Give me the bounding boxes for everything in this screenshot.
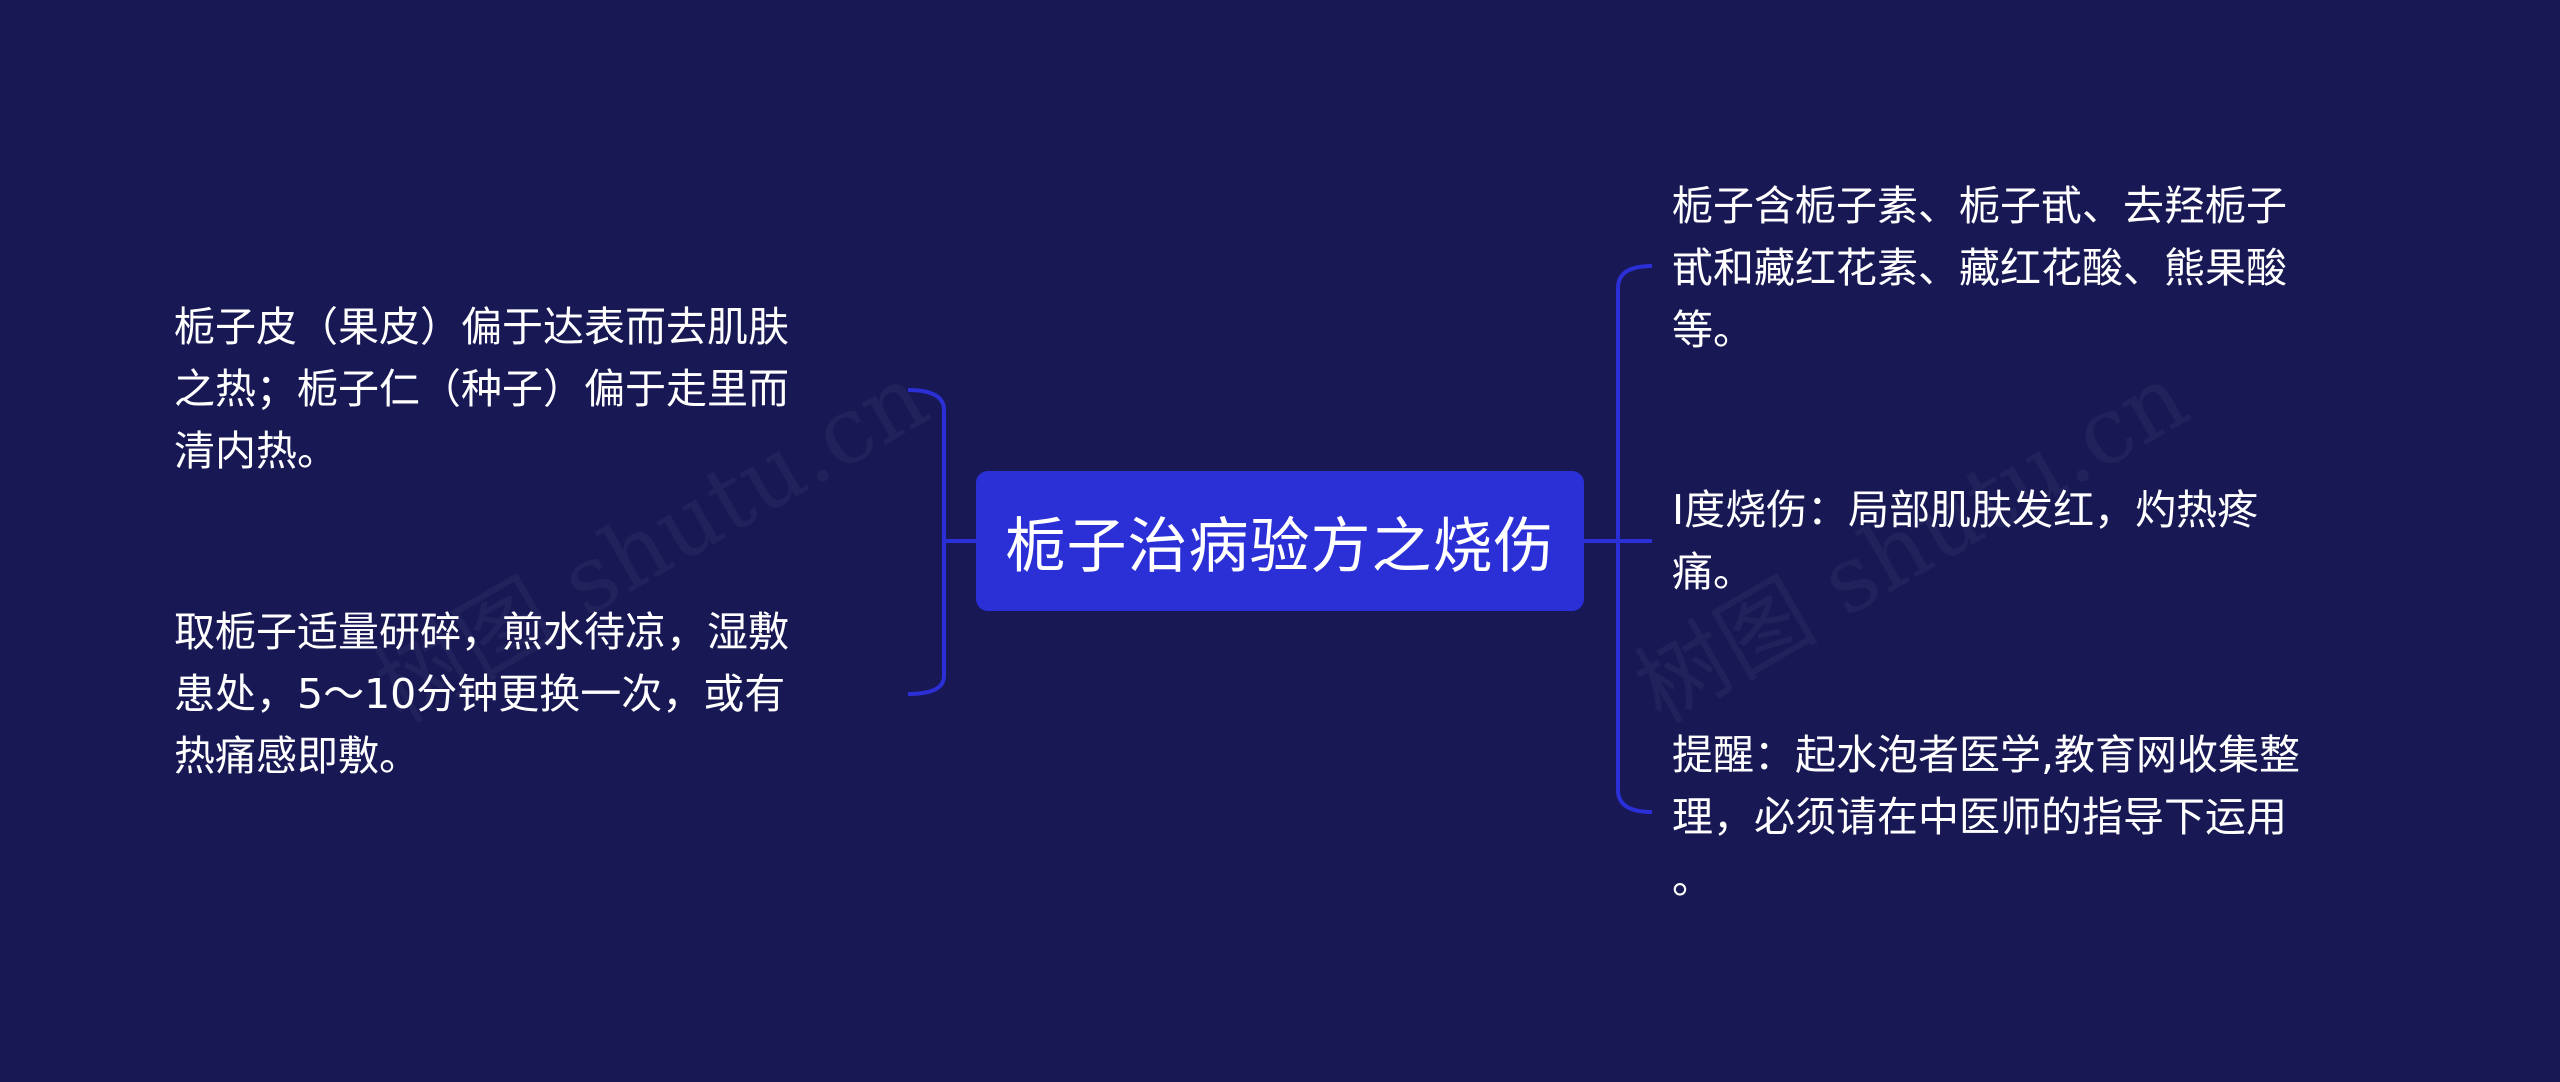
center-topic-title: 栀子治病验方之烧伤 (1005, 511, 1555, 582)
connector-left-bracket (907, 388, 946, 696)
branch-left-2[interactable]: 取栀子适量研碎，煎水待凉，湿敷 患处，5～10分钟更换一次，或有 热痛感即敷。 (174, 608, 789, 780)
branch-right-2[interactable]: Ⅰ度烧伤：局部肌肤发红，灼热疼 痛。 (1672, 486, 2259, 596)
branch-left-1[interactable]: 栀子皮（果皮）偏于达表而去肌肤 之热；栀子仁（种子）偏于走里而 清内热。 (174, 303, 789, 475)
branch-right-1[interactable]: 栀子含栀子素、栀子甙、去羟栀子 甙和藏红花素、藏红花酸、熊果酸 等。 (1672, 182, 2287, 354)
center-topic-node[interactable]: 栀子治病验方之烧伤 (976, 471, 1584, 611)
branch-right-3[interactable]: 提醒：起水泡者医学,教育网收集整 理，必须请在中医师的指导下运用 。 (1672, 731, 2301, 903)
